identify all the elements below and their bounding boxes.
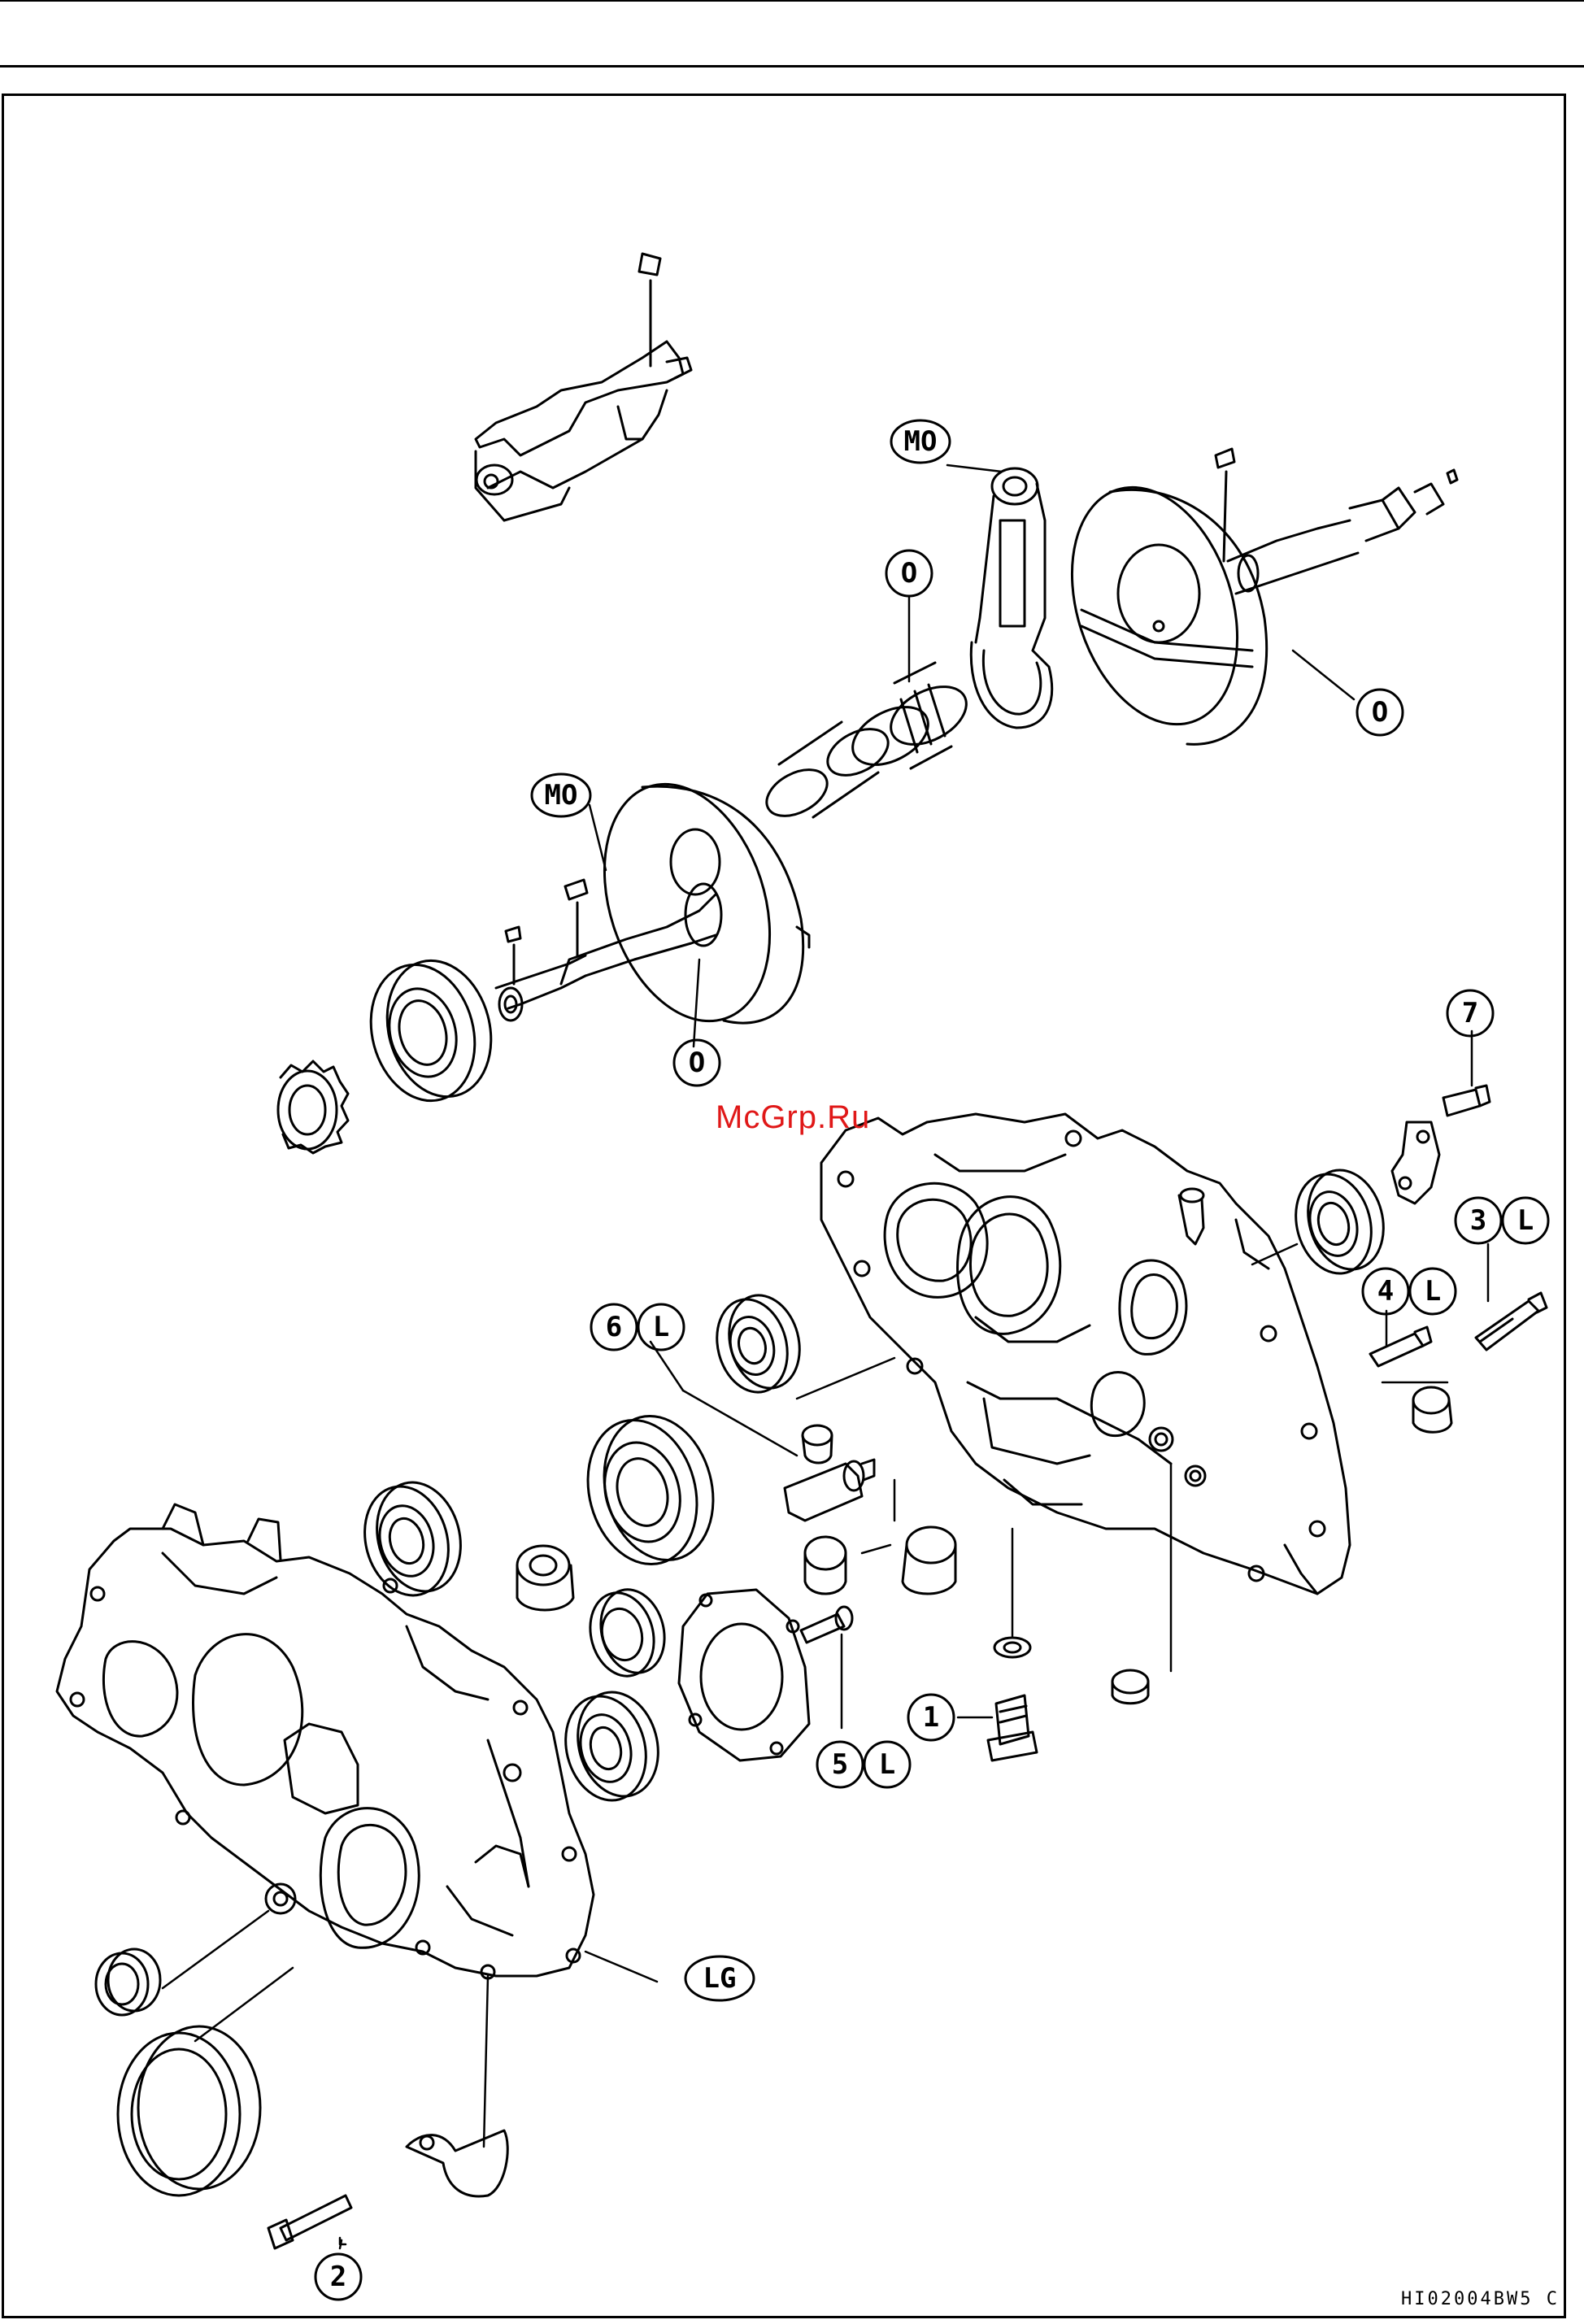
bolt-2 [268,2196,351,2248]
dowel-pin-lower [1112,1670,1148,1704]
large-crank-bearing [572,1404,729,1577]
cable-clamp [407,2130,507,2196]
callout-7-text: 7 [1462,997,1478,1029]
callouts [315,420,1548,2300]
bearing-retainer-plate [679,1590,809,1760]
dowel-pin-upper [803,1425,832,1463]
shaft-bearing-6 [707,1287,809,1400]
left-case-bearing-mid [581,1582,673,1683]
left-case-collar [517,1546,573,1610]
collar [805,1537,846,1594]
oil-jet-6 [785,1460,874,1521]
stud-4 [1370,1327,1431,1366]
callout-1-text: 1 [923,1701,939,1734]
spacer-bush [1413,1387,1451,1432]
screw-5 [801,1607,852,1643]
callout-o-bearing-text: O [901,557,917,590]
callout-o-left-flywheel-text: O [689,1047,705,1079]
balancer-shaft [476,254,691,520]
crank-pin [759,720,895,825]
callout-5-l-text: L [879,1748,895,1781]
callout-lg-text: LG [703,1962,737,1995]
left-crankcase-half [57,1504,594,1978]
oil-seal-small [96,1949,160,2015]
callout-mo-upper-text: MO [904,425,938,458]
stud-3 [1476,1293,1547,1350]
figure-code: HI02004BW5 C [1401,2289,1560,2309]
connecting-rod [971,468,1051,728]
left-flywheel [496,763,809,1042]
callout-6-l-text: L [653,1311,669,1343]
callout-o-right-flywheel-text: O [1372,696,1388,729]
bushing [903,1527,955,1594]
drive-sprocket [278,1061,348,1153]
left-case-bearing-lower [555,1683,669,1809]
watermark: McGrp.Ru [716,1099,870,1136]
callout-4-text: 4 [1377,1275,1394,1308]
callout-2-text: 2 [330,2261,346,2293]
right-crankcase-half [821,1114,1350,1594]
drain-plug-1 [988,1695,1037,1760]
left-case-bearing-upper [353,1473,472,1604]
callout-3-l-text: L [1517,1204,1534,1237]
callout-6-text: 6 [606,1311,622,1343]
oil-filter-washer [994,1638,1030,1657]
right-case-bearing-upper [1285,1161,1394,1282]
callout-mo-lower-text: MO [545,779,578,812]
callout-3-text: 3 [1470,1204,1486,1237]
bracket [1392,1122,1439,1203]
callout-5-text: 5 [832,1748,848,1781]
callout-4-l-text: L [1425,1275,1441,1308]
bolt-7 [1443,1086,1490,1116]
crank-ball-bearing [356,949,506,1112]
oil-seal-large [118,2026,260,2196]
right-flywheel [1043,449,1457,746]
